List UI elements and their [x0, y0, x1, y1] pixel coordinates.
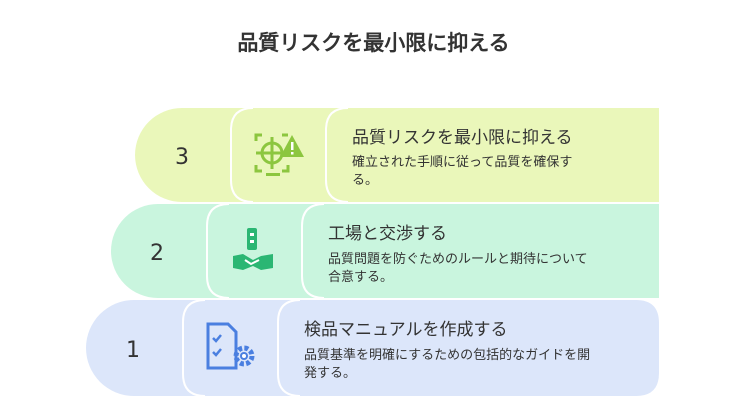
page-title: 品質リスクを最小限に抑える	[237, 31, 510, 55]
step-2-text-divider	[301, 203, 325, 299]
step-2-description: 品質問題を防ぐためのルールと期待について 合意する。	[328, 251, 588, 287]
step-2-description-line: 合意する。	[328, 270, 394, 285]
step-2-number: 2	[150, 241, 164, 266]
step-3-description: 確立された手順に従って品質を確保す る。	[352, 154, 572, 190]
step-2-divider	[206, 203, 230, 299]
step-3-description-line: 確立された手順に従って品質を確保す	[352, 155, 573, 170]
step-1-number: 1	[126, 338, 140, 363]
target-warning-icon	[254, 133, 304, 176]
step-3-title: 品質リスクを最小限に抑える	[352, 128, 573, 148]
step-3-divider	[230, 107, 254, 203]
step-3-text-divider	[325, 107, 349, 203]
step-2-title: 工場と交渉する	[328, 224, 447, 244]
step-1-divider	[182, 299, 206, 397]
step-1-title: 検品マニュアルを作成する	[304, 320, 508, 340]
factory-handshake-icon	[233, 228, 273, 270]
step-3-description-line: る。	[352, 173, 379, 188]
step-2-description-line: 品質問題を防ぐためのルールと期待について	[328, 252, 588, 267]
step-1-description: 品質基準を明確にするための包括的なガイドを開 発する。	[304, 347, 590, 383]
step-1-text-divider	[277, 299, 301, 397]
step-2-band	[111, 204, 659, 298]
step-1-description-line: 発する。	[304, 366, 357, 381]
checklist-gear-icon	[206, 322, 255, 370]
step-3-band	[135, 108, 659, 202]
step-1-description-line: 品質基準を明確にするための包括的なガイドを開	[304, 348, 591, 363]
step-3-number: 3	[175, 145, 189, 170]
